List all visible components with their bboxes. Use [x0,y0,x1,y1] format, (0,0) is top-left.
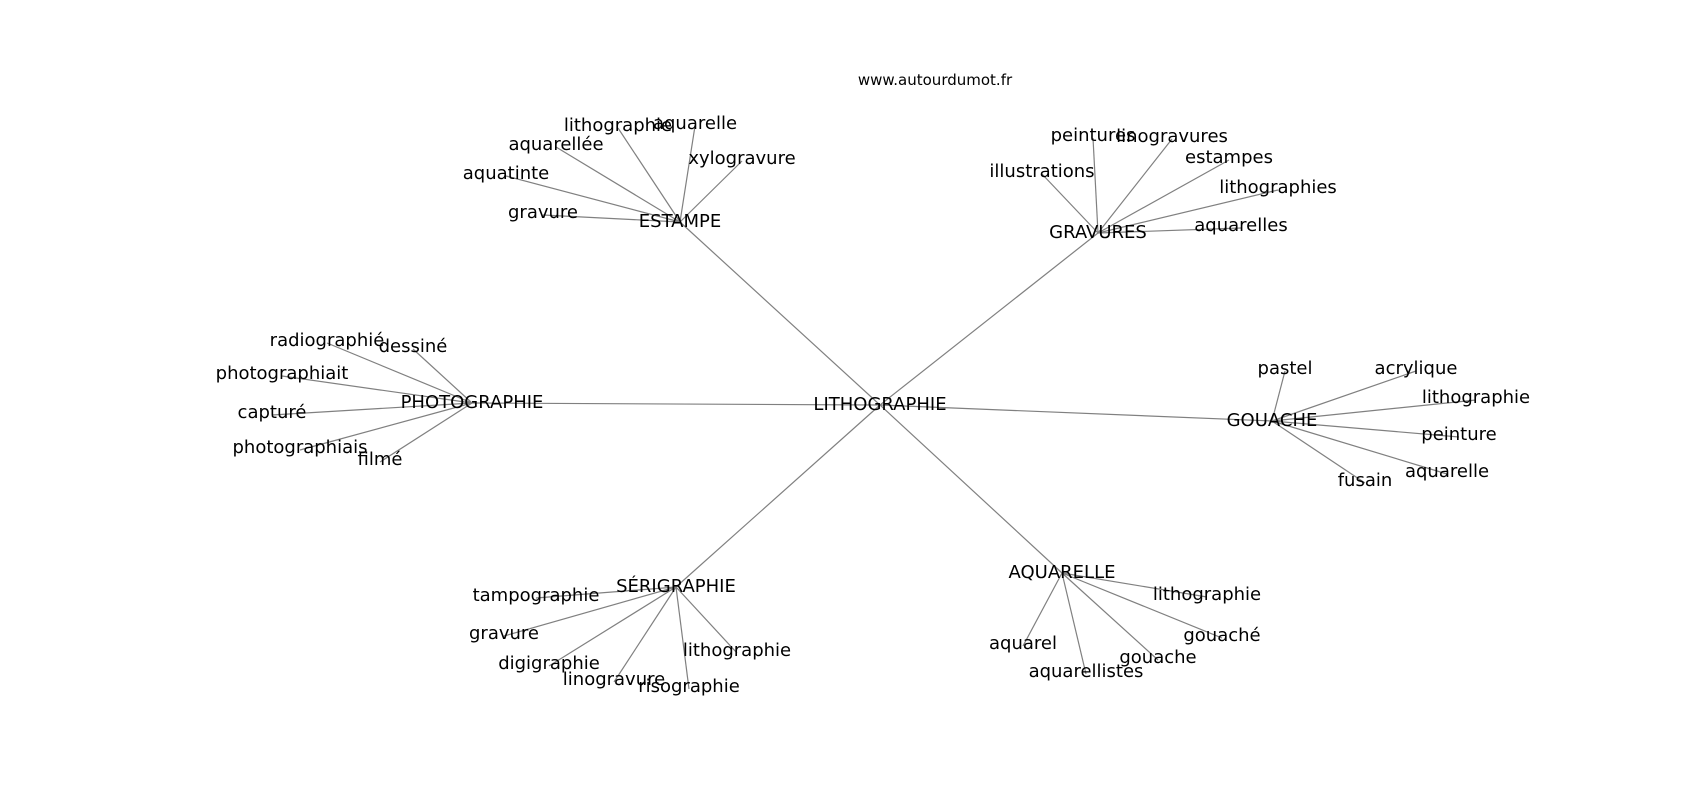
leaf-node-label: linogravure [563,669,665,690]
leaf-node-label: lithographie [564,115,672,136]
leaf-node-label: digigraphie [498,653,600,674]
edge-hub-leaf [542,214,681,223]
leaf-node-label: lithographie [1153,584,1261,605]
hub-node-label: AQUARELLE [1009,562,1116,583]
leaf-node-label: capturé [238,402,307,423]
edge-hub-leaf [1061,572,1223,639]
leaf-node-label: gouaché [1183,625,1260,646]
hub-node-label: GRAVURES [1049,222,1147,243]
edge-hub-leaf [1271,370,1417,422]
edge-hub-leaf [555,146,681,223]
hub-node-label: ESTAMPE [639,211,721,232]
edge-center-hub [879,232,1099,406]
leaf-node-label: aquarelle [653,113,737,134]
leaf-node-label: gravure [508,202,578,223]
leaf-node-label: aquarel [989,633,1057,654]
site-url: www.autourdumot.fr [857,71,1013,89]
edge-hub-leaf [271,402,473,416]
edge-hub-leaf [1271,420,1366,484]
edge-hub-leaf [675,586,738,654]
center-node-label: LITHOGRAPHIE [813,394,946,415]
edge-hub-leaf [679,160,743,223]
edge-hub-leaf [548,586,677,667]
leaf-node-label: photographiait [216,363,349,384]
edge-hub-leaf [1097,138,1173,234]
leaf-node-label: aquarellée [508,134,603,155]
edge-hub-leaf [1061,572,1208,598]
leaf-node-label: linogravures [1116,126,1228,147]
hub-node-label: GOUACHE [1227,410,1318,431]
edge-hub-leaf [679,125,696,223]
edge-hub-leaf [1097,159,1230,234]
leaf-node-label: acrylique [1375,358,1458,379]
edge-hub-leaf [1061,572,1087,675]
leaf-node-label: gravure [469,623,539,644]
edge-hub-leaf [299,402,473,451]
edge-hub-leaf [505,175,681,223]
leaf-node-label: peinture [1421,424,1496,445]
edge-center-hub [679,221,881,406]
edge-hub-leaf [1041,173,1099,234]
edge-hub-leaf [1022,572,1063,647]
leaf-node-label: photographiais [232,437,367,458]
edge-hub-leaf [326,342,473,404]
edge-center-hub [879,404,1273,422]
leaf-node-label: xylogravure [688,148,795,169]
edge-hub-leaf [1092,137,1099,234]
leaf-node-label: peintures [1051,125,1136,146]
edge-hub-leaf [613,586,677,683]
leaf-node-label: gouache [1119,647,1196,668]
edge-center-hub [675,404,881,588]
edge-hub-leaf [535,586,677,599]
edge-center-hub [471,402,881,406]
edge-hub-leaf [1271,370,1286,422]
hub-node-label: PHOTOGRAPHIE [401,392,544,413]
leaf-node-label: lithographie [683,640,791,661]
leaf-node-label: aquarelle [1405,461,1489,482]
leaf-node-label: lithographies [1219,177,1337,198]
leaf-node-label: lithographie [1422,387,1530,408]
edge-hub-leaf [1061,572,1159,661]
leaf-node-label: aquarellistes [1029,661,1144,682]
edge-hub-leaf [412,348,473,404]
leaf-node-label: pastel [1258,358,1313,379]
leaf-node-label: fusain [1338,470,1393,491]
leaf-node-label: illustrations [989,161,1094,182]
edge-hub-leaf [1271,420,1448,475]
hub-node-label: SÉRIGRAPHIE [616,575,736,597]
edge-hub-leaf [1097,189,1279,234]
edge-hub-leaf [1097,227,1242,234]
edge-hub-leaf [675,586,690,690]
leaf-node-label: filmé [358,449,403,470]
edge-center-hub [879,404,1063,574]
leaf-node-label: estampes [1185,147,1273,168]
leaf-node-label: aquatinte [463,163,550,184]
edge-hub-leaf [1271,420,1460,438]
leaf-node-label: tampographie [473,585,600,606]
leaf-node-label: dessiné [379,336,448,357]
leaf-node-label: risographie [638,676,740,697]
edge-hub-leaf [1271,399,1477,422]
leaf-node-label: radiographié [270,330,385,351]
edge-hub-leaf [503,586,677,637]
edge-hub-leaf [379,402,473,463]
edge-hub-leaf [617,127,681,223]
leaf-node-label: aquarelles [1194,215,1287,236]
edge-hub-leaf [281,375,473,404]
